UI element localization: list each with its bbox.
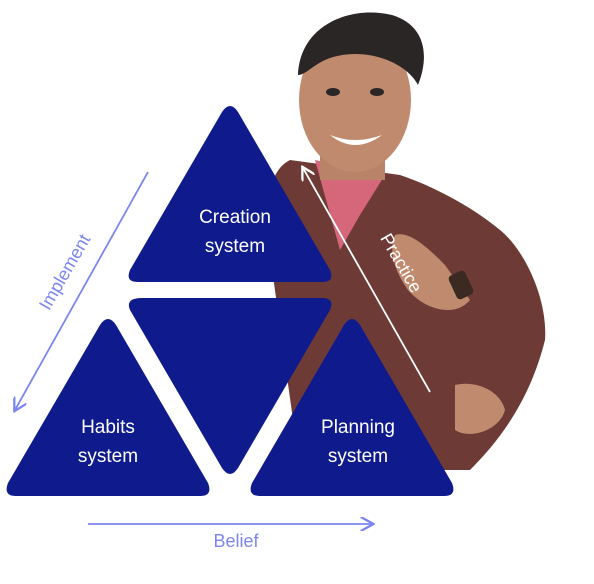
implement-label: Implement <box>35 231 94 314</box>
triangle-planning-label-line2: system <box>328 446 388 467</box>
triangle-habits-label-line1: Habits <box>81 417 135 438</box>
triangle-creation-label-line2: system <box>205 236 265 257</box>
practice-arrow-line <box>303 168 431 393</box>
person-shirt <box>315 160 385 250</box>
belief-label: Belief <box>213 531 259 551</box>
practice-label: Practice <box>376 230 426 296</box>
triangle-planning-label-line1: Planning <box>321 417 395 438</box>
triangle-habits-system: Habits system <box>6 319 210 496</box>
person-face <box>299 28 411 172</box>
implement-arrow-line <box>15 171 149 410</box>
triangle-habits-label-line2: system <box>78 446 138 467</box>
person-hand <box>392 234 470 311</box>
belief-arrow: Belief <box>88 524 372 551</box>
triangle-creation-system: Creation system <box>128 106 332 282</box>
triangle-planning-system: Planning system <box>250 319 454 496</box>
triangle-creation-label-line1: Creation <box>199 207 271 228</box>
triangle-center <box>128 298 332 474</box>
person-hair <box>298 12 424 85</box>
